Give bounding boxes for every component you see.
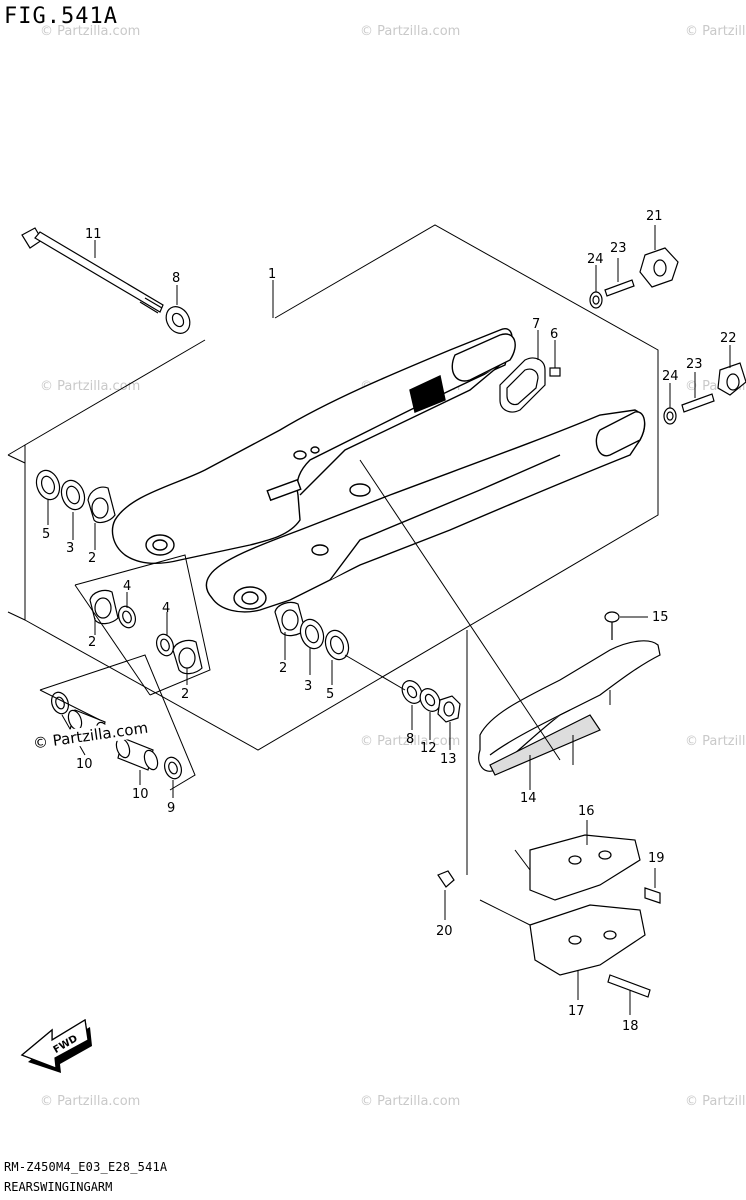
callout-2: 2 [181,687,189,702]
callout-22: 22 [720,331,737,346]
callout-2: 2 [88,635,96,650]
watermark: © Partzilla.com [40,24,140,39]
callout-23: 23 [610,241,627,256]
callout-9: 9 [167,801,175,816]
callout-20: 20 [436,924,453,939]
callout-2: 2 [88,551,96,566]
watermark: © Partzilla.com [360,734,460,749]
figure-name: REARSWINGINGARM [4,1180,113,1194]
callout-4: 4 [123,579,131,594]
washer-8-top [165,306,191,334]
callout-17: 17 [568,1004,585,1019]
callout-18: 18 [622,1019,639,1034]
bolt-6 [549,367,561,377]
sub-frames [39,554,211,791]
callout-5: 5 [42,527,50,542]
callout-1: 1 [268,267,276,282]
callout-7: 7 [532,317,540,332]
pivot-bolt-11 [21,227,164,314]
right-bearing-set [274,601,350,661]
chain-adjusters [589,247,746,425]
watermark: © Partzilla.com [40,1094,140,1109]
callout-8: 8 [172,271,180,286]
watermark: © Partzilla.com [685,24,746,39]
plate-7 [499,357,546,413]
callout-5: 5 [326,687,334,702]
callout-23: 23 [686,357,703,372]
callout-10: 10 [132,787,149,802]
middle-bearings [89,589,203,675]
swingarm [111,328,646,613]
leader-lines [47,225,731,1015]
chain-slider-14 [478,611,661,776]
watermark: © Partzilla.com [360,1094,460,1109]
callout-8: 8 [406,732,414,747]
callout-3: 3 [66,541,74,556]
watermark: © Partzilla.com [685,1094,746,1109]
callout-15: 15 [652,610,669,625]
fwd-arrow: FWD [20,1018,92,1073]
watermark: © Partzilla.com [685,734,746,749]
chain-guides [437,834,661,998]
callout-2: 2 [279,661,287,676]
callout-12: 12 [420,741,437,756]
figure-code: RM-Z450M4_E03_E28_541A [4,1160,168,1174]
figure-title: FIG.541A [4,4,118,29]
callout-6: 6 [550,327,558,342]
callout-10: 10 [76,757,93,772]
callout-21: 21 [646,209,663,224]
callout-4: 4 [162,601,170,616]
watermark: © Partzilla.com [360,24,460,39]
callout-14: 14 [520,791,537,806]
washer-nut-set [401,680,461,723]
left-bearing-set [35,469,116,524]
callout-3: 3 [304,679,312,694]
callout-24: 24 [587,252,604,267]
callout-19: 19 [648,851,665,866]
callout-16: 16 [578,804,595,819]
callout-11: 11 [85,227,102,242]
callout-13: 13 [440,752,457,767]
watermark: © Partzilla.com [40,379,140,394]
watermarks: © Partzilla.com © Partzilla.com © Partzi… [40,24,746,1109]
callout-24: 24 [662,369,679,384]
assembly-frame [7,224,659,751]
callout-labels: 1 2 2 2 2 3 3 4 4 5 5 6 7 8 8 9 10 10 11… [42,209,737,1034]
